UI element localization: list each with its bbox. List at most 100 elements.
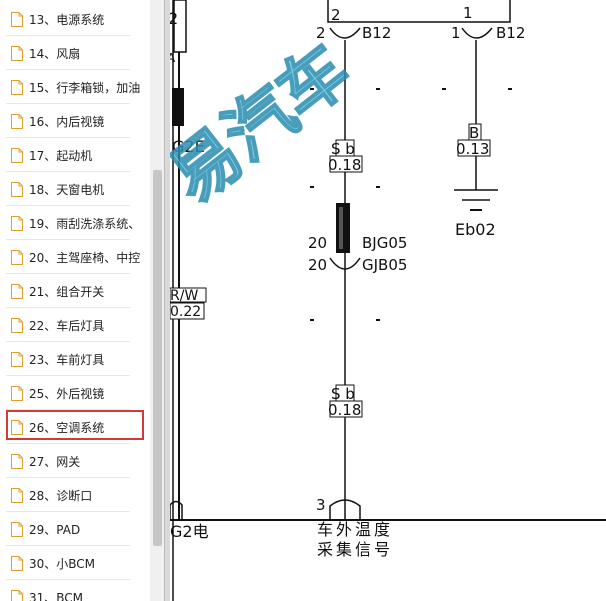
wire-upper-size: 0.18 (328, 156, 361, 174)
mid-conn-top: BJG05 (362, 234, 407, 252)
bookmark-sidebar: 13、电源系统 14、风扇 15、行李箱锁，加油 16、内后视镜 17、起动机 18、天窗… (0, 0, 150, 601)
wire-lower-size-box (329, 400, 363, 418)
mid-pin-top-num: 20 (308, 234, 327, 252)
sidebar-item-label: 28、诊断口 (29, 488, 93, 503)
sidebar-item-25[interactable]: 26、空调系统 (0, 410, 150, 444)
pin-left-conn: B12 (362, 24, 391, 42)
sidebar-item-label: 16、内后视镜 (29, 114, 105, 129)
sidebar-item-label: 21、组合开关 (29, 284, 105, 299)
document-icon (11, 317, 23, 333)
top-pin-left: 2 (331, 6, 341, 24)
item-separator (6, 545, 130, 546)
document-icon (11, 419, 23, 435)
bottom-pin-num: 3 (316, 496, 326, 514)
document-icon (11, 351, 23, 367)
sidebar-item-label: 25、外后视镜 (29, 386, 105, 401)
item-separator (6, 273, 130, 274)
sidebar-item-label: 23、车前灯具 (29, 352, 105, 367)
document-icon (11, 79, 23, 95)
document-icon (11, 453, 23, 469)
sidebar-item-label: 31、BCM (29, 590, 84, 601)
sidebar-item-label: 29、PAD (29, 522, 81, 537)
sidebar-item-19[interactable]: 19、雨刮洗涤系统、 (0, 206, 150, 240)
top-connector-box (327, 0, 511, 23)
item-separator (6, 239, 130, 240)
document-icon (11, 147, 23, 163)
item-separator (6, 579, 130, 580)
document-icon (11, 181, 23, 197)
sidebar-item-label: 19、雨刮洗涤系统、 (29, 216, 141, 231)
left-wire-code: R/W (170, 288, 198, 304)
wire-lower-size: 0.18 (328, 401, 361, 419)
item-separator (6, 511, 130, 512)
mid-pin-bottom-num: 20 (308, 256, 327, 274)
document-icon (11, 521, 23, 537)
sidebar-item-label: 20、主驾座椅、中控 (29, 250, 141, 265)
item-separator (6, 137, 130, 138)
left-component-box (173, 0, 187, 53)
left-top-letter: A (170, 51, 176, 65)
document-icon (11, 385, 23, 401)
document-icon (11, 487, 23, 503)
wire-right-size: 0.13 (456, 140, 489, 158)
sidebar-item-26[interactable]: 27、网关 (0, 444, 150, 478)
sidebar-item-27[interactable]: 28、诊断口 (0, 478, 150, 512)
document-icon (11, 283, 23, 299)
sidebar-scroll-thumb[interactable] (153, 170, 162, 546)
sidebar-item-17[interactable]: 17、起动机 (0, 138, 150, 172)
sidebar-item-label: 26、空调系统 (29, 420, 105, 435)
sidebar-item-30[interactable]: 31、BCM (0, 580, 150, 601)
panel-divider[interactable] (164, 0, 170, 601)
document-icon (11, 11, 23, 27)
mid-conn-bottom: GJB05 (362, 256, 407, 274)
left-wire-size: 0.22 (170, 304, 201, 320)
sidebar-item-15[interactable]: 15、行李箱锁，加油 (0, 70, 150, 104)
sidebar-item-label: 18、天窗电机 (29, 182, 105, 197)
sidebar-item-23[interactable]: 23、车前灯具 (0, 342, 150, 376)
left-wire-code-box (170, 287, 207, 303)
sidebar-item-28[interactable]: 29、PAD (0, 512, 150, 546)
sidebar-item-13[interactable]: 13、电源系统 (0, 2, 150, 36)
sidebar-item-18[interactable]: 18、天窗电机 (0, 172, 150, 206)
bottom-pin-label-2: 采集信号 (317, 540, 393, 559)
document-icon (11, 249, 23, 265)
item-separator (6, 205, 130, 206)
wire-right-size-box (457, 139, 491, 157)
sidebar-item-label: 14、风扇 (29, 46, 81, 61)
item-separator (6, 171, 130, 172)
document-icon (11, 215, 23, 231)
mid-pin-cup (329, 257, 361, 270)
item-separator (6, 341, 130, 342)
item-separator (6, 35, 130, 36)
left-bottom-pin (170, 500, 183, 520)
sidebar-item-22[interactable]: 22、车后灯具 (0, 308, 150, 342)
wire-upper-size-box (329, 155, 363, 173)
bottom-pin-label-1: 车外温度 (317, 520, 393, 539)
sidebar-item-label: 27、网关 (29, 454, 81, 469)
left-bottom-connector: G2电 (170, 522, 209, 541)
item-separator (6, 375, 130, 376)
watermark: 易汽车 (170, 31, 365, 219)
sidebar-item-label: 15、行李箱锁，加油 (29, 80, 141, 95)
dash-marks (310, 88, 512, 321)
pin-right-num: 1 (451, 24, 461, 42)
sidebar-item-24[interactable]: 25、外后视镜 (0, 376, 150, 410)
sidebar-item-29[interactable]: 30、小BCM (0, 546, 150, 580)
sidebar-item-20[interactable]: 20、主驾座椅、中控 (0, 240, 150, 274)
item-separator (6, 69, 130, 70)
document-canvas: 2 A G2E R/W 0.22 G2电 2 1 2 B12 1 B12 S b (170, 0, 606, 601)
sidebar-item-14[interactable]: 14、风扇 (0, 36, 150, 70)
sidebar-item-label: 30、小BCM (29, 556, 96, 571)
pin-b12-left-cup (329, 27, 361, 39)
wire-upper-code: S b (331, 140, 355, 158)
document-icon (11, 589, 23, 601)
sidebar-item-21[interactable]: 21、组合开关 (0, 274, 150, 308)
pin-b12-right-cup (461, 27, 493, 39)
pin-right-conn: B12 (496, 24, 525, 42)
sidebar-item-16[interactable]: 16、内后视镜 (0, 104, 150, 138)
item-separator (6, 307, 130, 308)
item-separator (6, 443, 130, 444)
document-icon (11, 113, 23, 129)
bottom-pin-cup (329, 499, 361, 520)
sidebar-item-label: 17、起动机 (29, 148, 93, 163)
